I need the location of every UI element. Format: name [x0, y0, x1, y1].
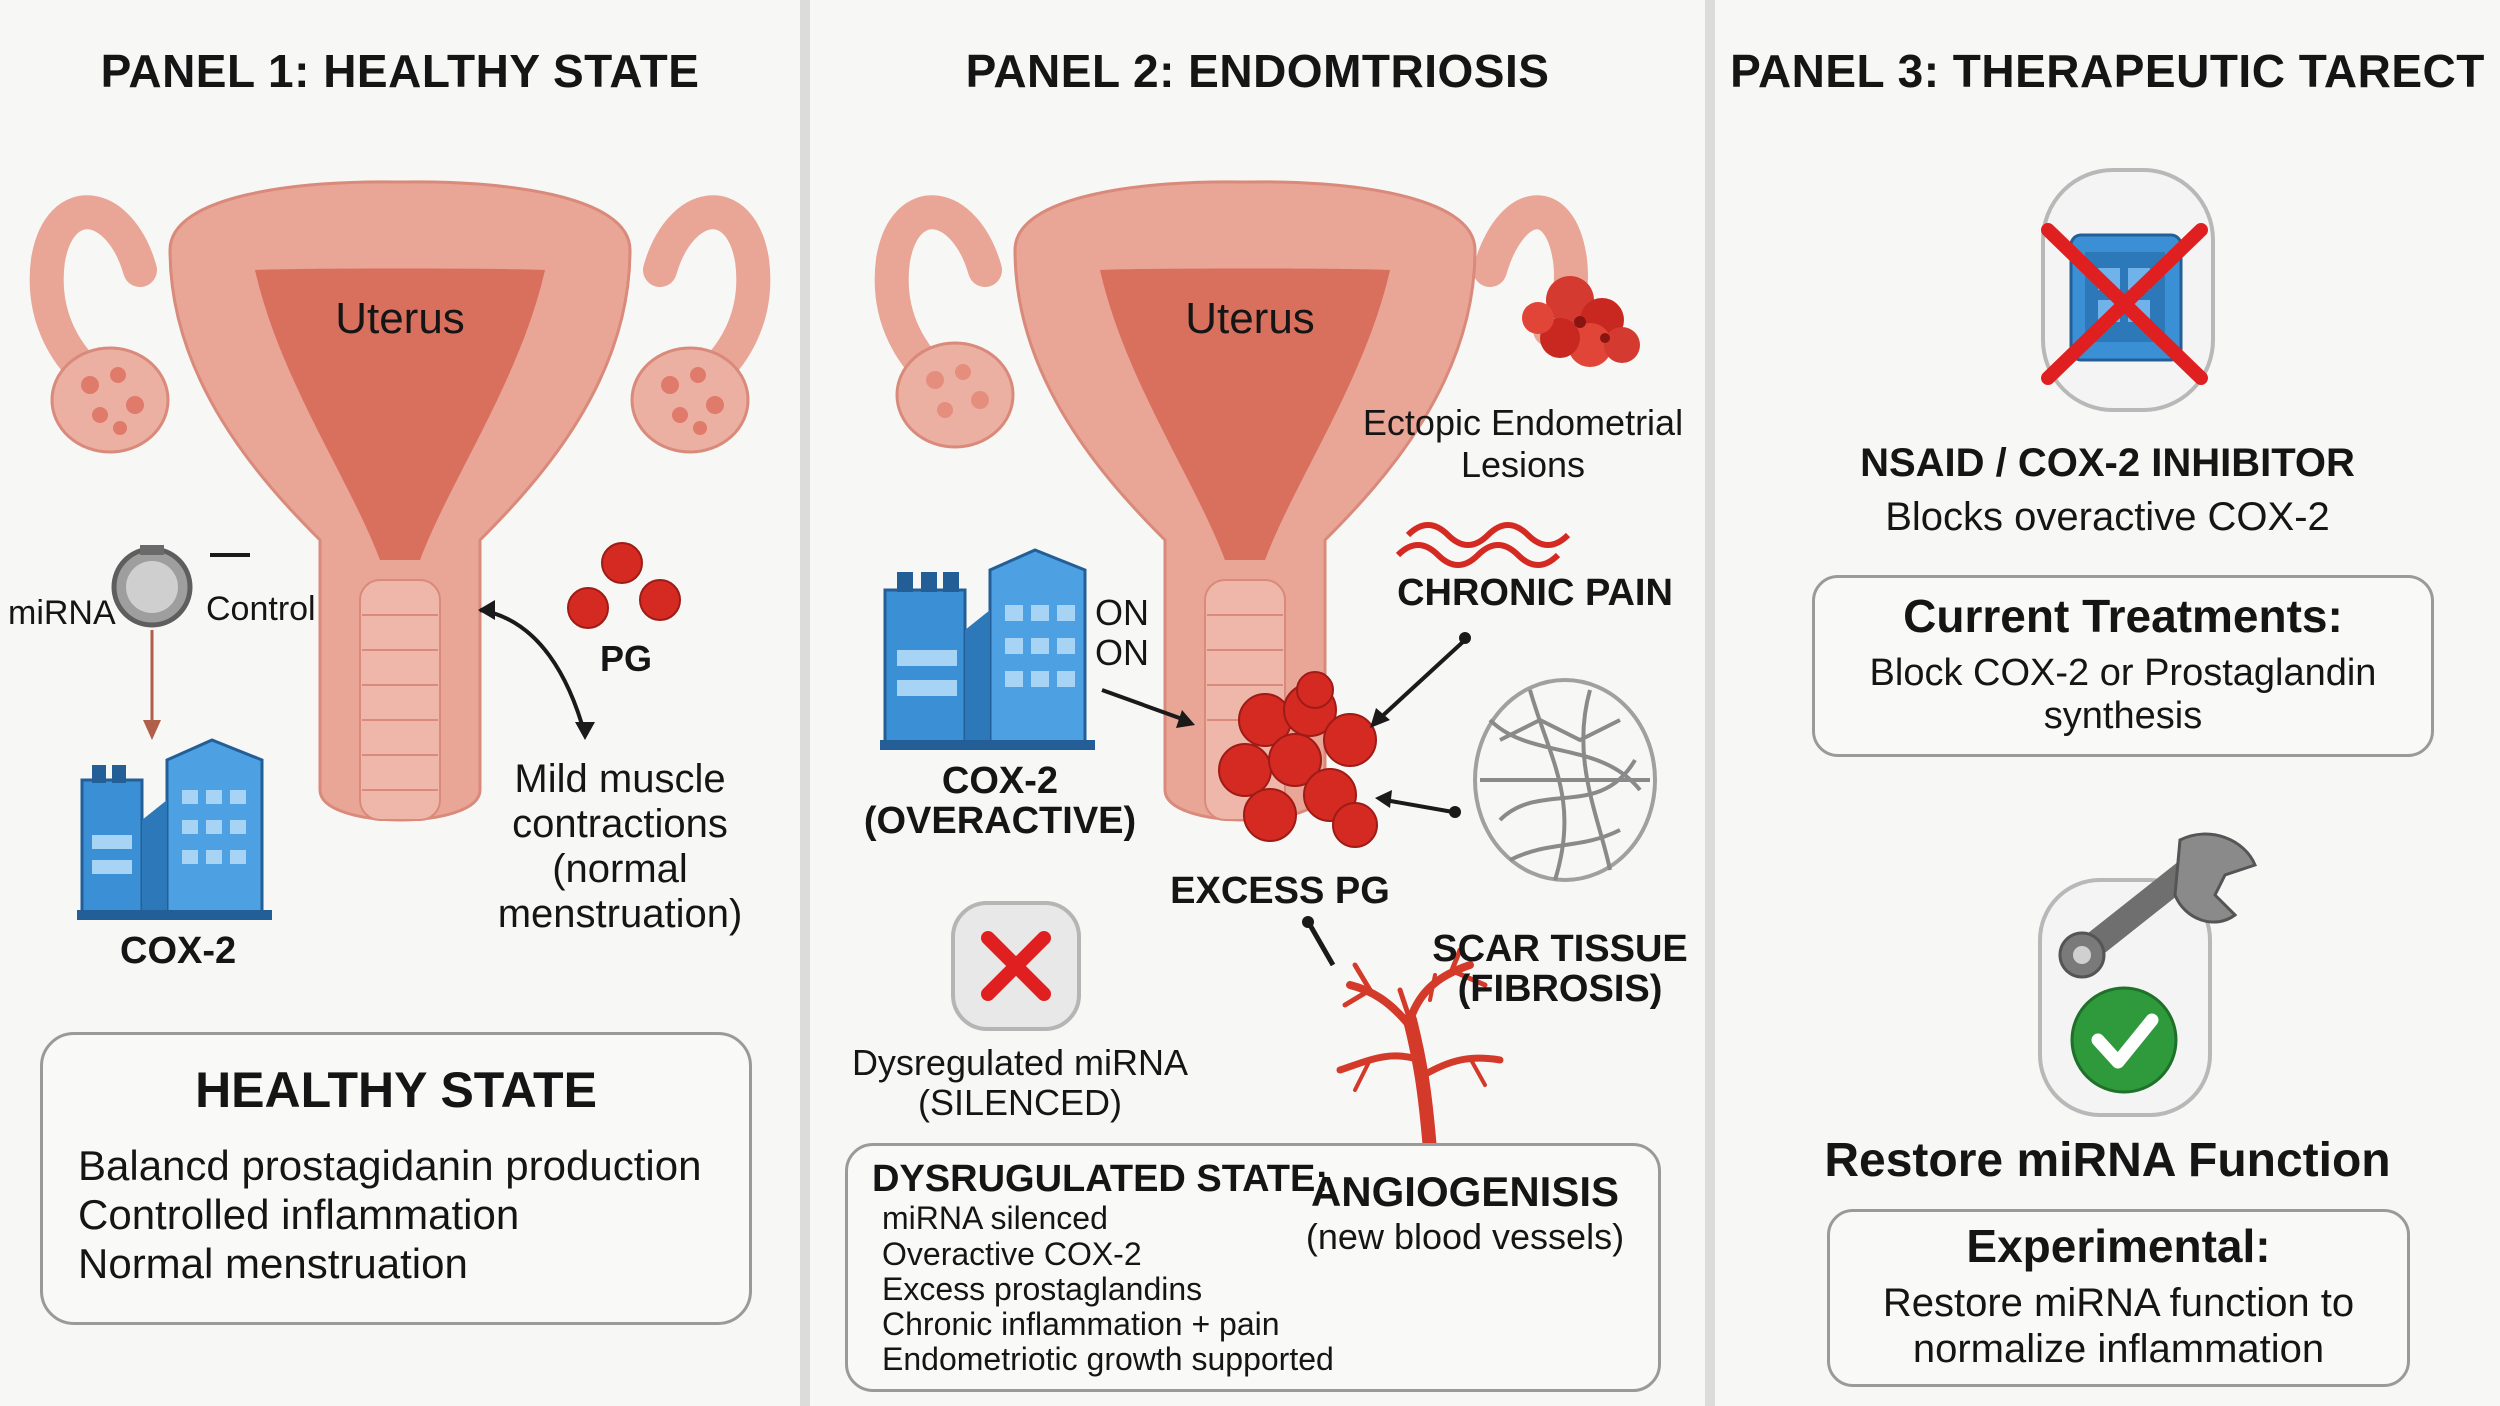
nsaid-pill-icon [2041, 168, 2215, 412]
contractions-line-3: (normal [552, 847, 688, 891]
ovary-left-icon [50, 346, 170, 454]
contractions-line-1: Mild muscle [514, 757, 726, 801]
ovary-right-icon [630, 346, 750, 454]
dysregulated-summary-line-5: Endometriotic growth supported [882, 1341, 1334, 1377]
uterus-healthy-illustration [29, 180, 771, 822]
restore-mirna-pill-icon [2038, 832, 2257, 1117]
cox2-overactive-line-1: COX-2 [941, 760, 1059, 802]
ectopic-lesions-line-2: Lesions [1460, 444, 1586, 485]
uterus-label: Uterus [335, 294, 465, 343]
angiogenesis-sub: (new blood vessels) [1305, 1216, 1625, 1257]
dysregulated-summary-line-4: Chronic inflammation + pain [882, 1306, 1280, 1342]
on-label-1: ON [1095, 592, 1149, 633]
contractions-line-2: contractions [512, 802, 728, 846]
mirna-to-cox2-arrow [143, 630, 161, 740]
healthy-summary-box [40, 1032, 752, 1325]
dysregulated-summary-heading: DYSRUGULATED STATE: [872, 1158, 1328, 1200]
excess-pg-label: EXCESS PG [1170, 870, 1390, 912]
panel-2-title: PANEL 2: ENDOMTRIOSIS [965, 45, 1550, 97]
control-dash [210, 553, 250, 557]
scar-tissue-line-2: (FIBROSIS) [1457, 968, 1663, 1010]
panel-divider-1 [800, 0, 810, 1406]
dysregulated-summary-line-2: Overactive COX-2 [882, 1236, 1142, 1272]
cox2-building-icon [77, 738, 272, 920]
healthy-summary-line-1: Balancd prostagidanin production [78, 1142, 702, 1189]
uterus-label-2: Uterus [1185, 294, 1315, 343]
cox2-label: COX-2 [120, 930, 237, 972]
dysregulated-summary-box [845, 1143, 1661, 1392]
scar-tissue-line-1: SCAR TISSUE [1432, 928, 1688, 970]
wrench-icon [2058, 832, 2257, 979]
mirna-control-icon [111, 545, 193, 628]
panel-3-title: PANEL 3: THERAPEUTIC TARECT [1730, 45, 2485, 97]
cox2-overactive-line-2: (OVERACTIVE) [863, 800, 1137, 842]
experimental-heading: Experimental: [1966, 1220, 2271, 1272]
excess-pg-cluster-icon [1218, 671, 1378, 848]
cox2-overactive-building-icon [880, 548, 1095, 750]
angiogenesis-heading: ANGIOGENISIS [1310, 1168, 1620, 1215]
current-treatments-heading: Current Treatments: [1903, 590, 2343, 642]
chronic-pain-label: CHRONIC PAIN [1397, 572, 1673, 614]
chronic-pain-squiggle-icon [1395, 522, 1571, 568]
control-label: Control [206, 590, 316, 628]
panel-1-title: PANEL 1: HEALTHY STATE [100, 45, 700, 97]
mirna-label: miRNA [8, 594, 116, 632]
current-treatments-line-2: synthesis [2043, 695, 2203, 737]
restore-mirna-heading: Restore miRNA Function [1824, 1134, 2391, 1187]
current-treatments-line-1: Block COX-2 or Prostaglandin [1869, 652, 2377, 694]
uterus-endometriosis-illustration [874, 180, 1657, 1157]
contractions-line-4: menstruation) [497, 892, 743, 936]
dysregulated-summary-line-3: Excess prostaglandins [882, 1271, 1203, 1307]
ectopic-lesion-cluster-icon [1522, 276, 1640, 367]
dysregulated-summary-line-1: miRNA silenced [882, 1200, 1108, 1236]
panel-divider-2 [1705, 0, 1715, 1406]
healthy-summary-line-2: Controlled inflammation [78, 1191, 520, 1238]
experimental-line-1: Restore miRNA function to [1882, 1281, 2355, 1325]
current-treatments-box [1812, 575, 2434, 757]
nsaid-sub: Blocks overactive COX-2 [1885, 495, 2330, 539]
pg-label: PG [600, 638, 653, 679]
experimental-box [1827, 1209, 2410, 1387]
scar-tissue-mesh-icon [1473, 678, 1657, 882]
angiogenesis-vessel-icon [1336, 947, 1504, 1157]
ectopic-lesions-line-1: Ectopic Endometrial [1362, 402, 1684, 443]
on-label-2: ON [1095, 632, 1149, 673]
experimental-line-2: normalize inflammation [1912, 1327, 2325, 1371]
mirna-silenced-icon [951, 901, 1081, 1031]
mirna-silenced-line-2: (SILENCED) [917, 1082, 1123, 1123]
mirna-silenced-line-1: Dysregulated miRNA [851, 1042, 1189, 1083]
pg-molecules-icon [567, 542, 681, 629]
nsaid-heading: NSAID / COX-2 INHIBITOR [1860, 441, 2355, 485]
healthy-summary-line-3: Normal menstruation [78, 1240, 468, 1287]
healthy-summary-heading: HEALTHY STATE [195, 1062, 597, 1118]
